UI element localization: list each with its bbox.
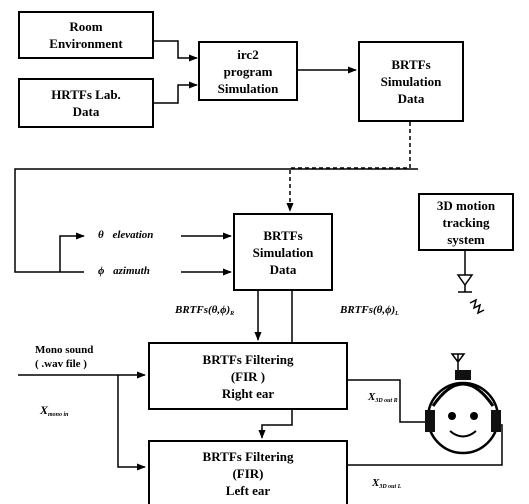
brtfs-mid-label-line1: BRTFs [263,227,302,244]
loop-line [15,169,418,272]
brtfs-top-label-line3: Data [398,90,425,107]
elevation-text: elevation [112,229,153,241]
brtf-l-sub: L [395,311,399,317]
hrtfs-label-line1: HRTFs Lab. [51,86,121,103]
irc2-label-line2: program [224,63,273,80]
arrow-hrtfs-to-irc2 [154,85,197,103]
arrow-room-to-irc2 [154,41,197,58]
brtfs-simulation-data-mid-box: BRTFs Simulation Data [233,213,333,291]
brtfs-left-label: BRTFs(θ,ϕ)L [340,304,399,317]
room-environment-box: Room Environment [18,11,154,59]
filter-left-line2: (FIR) [232,465,263,482]
hrtfs-lab-data-box: HRTFs Lab. Data [18,78,154,128]
hrtfs-label-line2: Data [73,103,100,120]
listener-head-icon [425,354,501,453]
tracking-label-line2: tracking [443,214,490,231]
dashed-link [290,122,410,211]
x-mono-in-label: Xmono in [40,403,69,418]
arrow-to-theta [60,236,84,272]
mono-line2: ( .wav file ) [35,357,93,371]
elevation-label: θ elevation [98,229,153,241]
azimuth-label: ϕ azimuth [98,265,150,277]
mono-line1: Mono sound [35,343,93,357]
x-3d-out-right-label: X3D out R [368,391,398,404]
filter-right-line3: Right ear [222,385,274,402]
irc2-label-line3: Simulation [218,80,279,97]
fir-filter-right-box: BRTFs Filtering (FIR ) Right ear [148,342,348,410]
tracking-label-line1: 3D motion [437,197,495,214]
brtfs-simulation-data-top-box: BRTFs Simulation Data [358,41,464,122]
tracking-antenna-icon [458,275,472,292]
brtf-r-main: BRTFs(θ,ϕ) [175,304,230,316]
room-label-line1: Room [69,18,102,35]
wireless-signal-icon [470,300,484,313]
arrow-mono-to-left [118,375,145,467]
x3d-l-sub: 3D out L [379,484,401,490]
phi-symbol: ϕ [98,265,104,277]
filter-right-line1: BRTFs Filtering [203,351,294,368]
room-label-line2: Environment [49,35,122,52]
tracking-system-box: 3D motion tracking system [418,193,514,251]
irc2-simulation-box: irc2 program Simulation [198,41,298,101]
brtfs-mid-label-line2: Simulation [253,244,314,261]
mono-sound-label: Mono sound ( .wav file ) [35,343,93,371]
filter-left-line1: BRTFs Filtering [203,448,294,465]
x-mono-main: X [40,403,48,417]
fir-filter-left-box: BRTFs Filtering (FIR) Left ear [148,440,348,504]
brtfs-top-label-line1: BRTFs [391,56,430,73]
x-mono-sub: mono in [48,412,69,418]
brtfs-mid-label-line3: Data [270,261,297,278]
filter-right-line2: (FIR ) [231,368,265,385]
x3d-r-sub: 3D out R [375,398,397,404]
irc2-label-line1: irc2 [237,46,258,63]
azimuth-text: azimuth [113,265,150,277]
brtfs-right-label: BRTFs(θ,ϕ)R [175,304,234,317]
x-3d-out-left-label: X3D out L [372,477,401,490]
brtf-r-sub: R [230,311,234,317]
brtfs-top-label-line2: Simulation [381,73,442,90]
tracking-label-line3: system [447,231,485,248]
brtf-l-main: BRTFs(θ,ϕ) [340,304,395,316]
theta-symbol: θ [98,229,104,241]
filter-left-line3: Left ear [226,482,270,499]
